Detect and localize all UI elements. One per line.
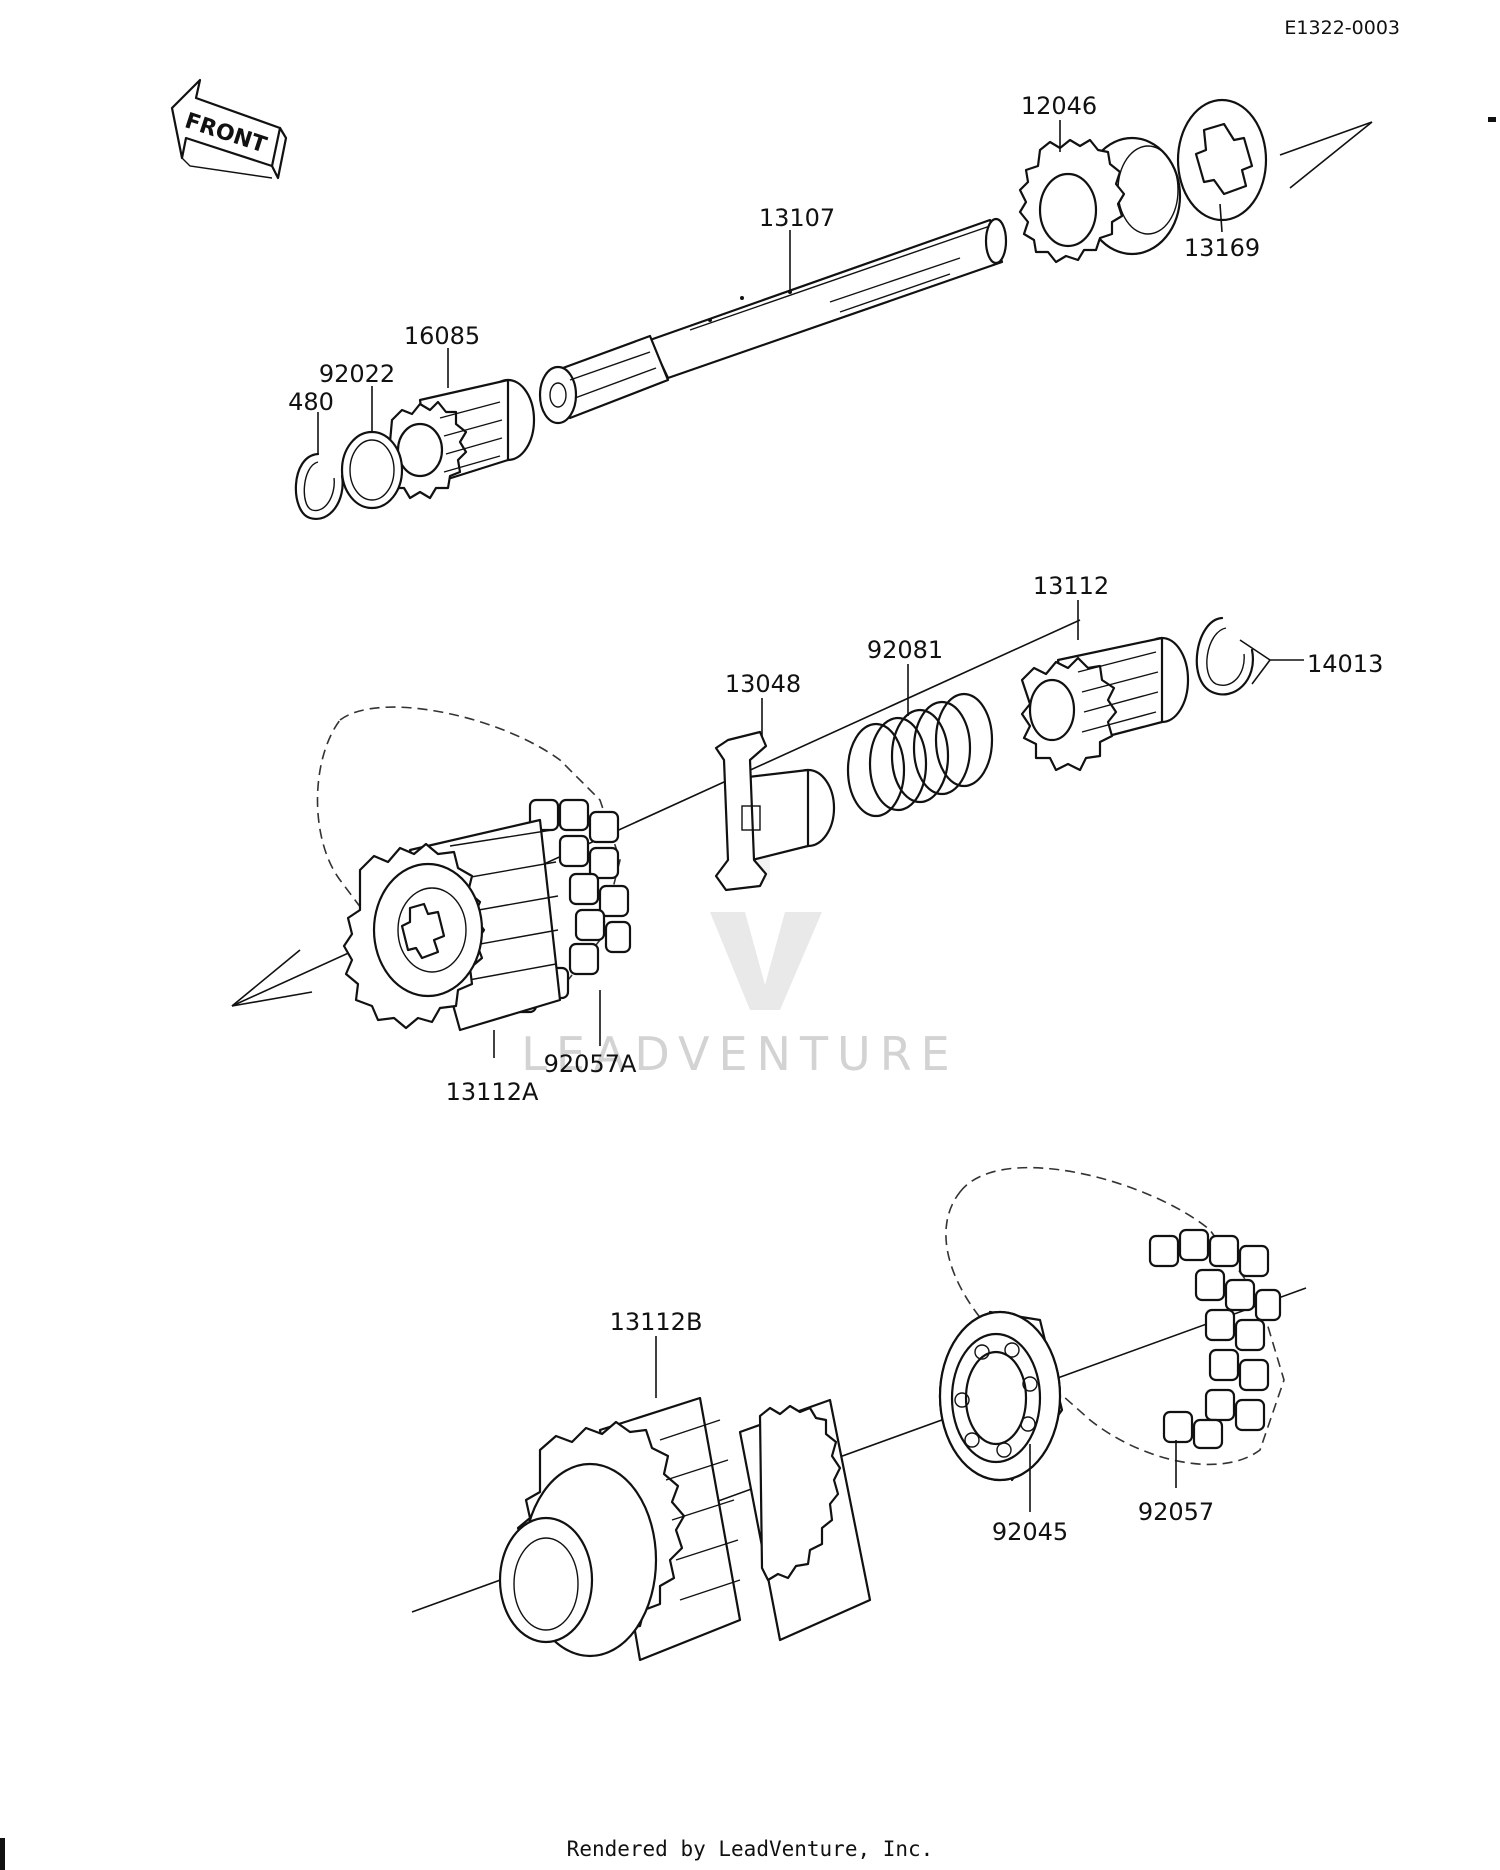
- label-13112A: 13112A: [446, 1078, 539, 1106]
- label-92022: 92022: [319, 360, 395, 388]
- label-13169: 13169: [1184, 234, 1260, 262]
- label-92045: 92045: [992, 1518, 1068, 1546]
- cam-13048: [714, 730, 836, 892]
- spring-92081: [846, 692, 994, 818]
- label-13112: 13112: [1033, 572, 1109, 600]
- label-13107: 13107: [759, 204, 835, 232]
- label-14013: 14013: [1307, 650, 1383, 678]
- leader-lines: [317, 120, 1304, 1512]
- part-labels: 12046 13169 13107 16085 92022 480 13112 …: [288, 92, 1383, 1546]
- shaft-13107: [538, 217, 1008, 425]
- axis-arrow-right-icon: [1279, 121, 1373, 189]
- edge-mark: [1488, 117, 1496, 122]
- circlip-480: [294, 452, 344, 521]
- sprocket-12046: [1018, 136, 1182, 264]
- sprocket-13112A: [342, 818, 562, 1032]
- bearing-92045: [938, 1310, 1064, 1482]
- watermark-text: LEADVENTURE: [521, 1027, 959, 1081]
- label-12046: 12046: [1021, 92, 1097, 120]
- chain-loop-outline-2: [945, 1166, 1285, 1466]
- gear-16085: [380, 378, 536, 500]
- washer-92022: [340, 430, 404, 510]
- front-direction-arrow: FRONT: [170, 78, 288, 180]
- diagram-code: E1322-0003: [1284, 17, 1400, 39]
- circlip-14013: [1195, 616, 1271, 696]
- gear-13112: [1020, 636, 1190, 772]
- axis-arrow-left-icon: [231, 949, 313, 1007]
- label-13048: 13048: [725, 670, 801, 698]
- chain-92057: [1148, 1228, 1282, 1450]
- label-92057: 92057: [1138, 1498, 1214, 1526]
- footer-credit: Rendered by LeadVenture, Inc.: [567, 1837, 934, 1861]
- washer-13169: [1176, 98, 1268, 222]
- output-sprocket-group: [411, 1166, 1307, 1662]
- edge-mark-bottom: [0, 1838, 5, 1870]
- label-13112B: 13112B: [610, 1308, 703, 1336]
- watermark: LEADVENTURE: [521, 838, 959, 1081]
- clutch-sprocket-group: [231, 616, 1271, 1032]
- axle-shaft-group: [294, 98, 1373, 521]
- label-92081: 92081: [867, 636, 943, 664]
- label-92057A: 92057A: [544, 1050, 637, 1078]
- sprocket-13112B: [498, 1396, 872, 1662]
- label-16085: 16085: [404, 322, 480, 350]
- label-480: 480: [288, 388, 334, 416]
